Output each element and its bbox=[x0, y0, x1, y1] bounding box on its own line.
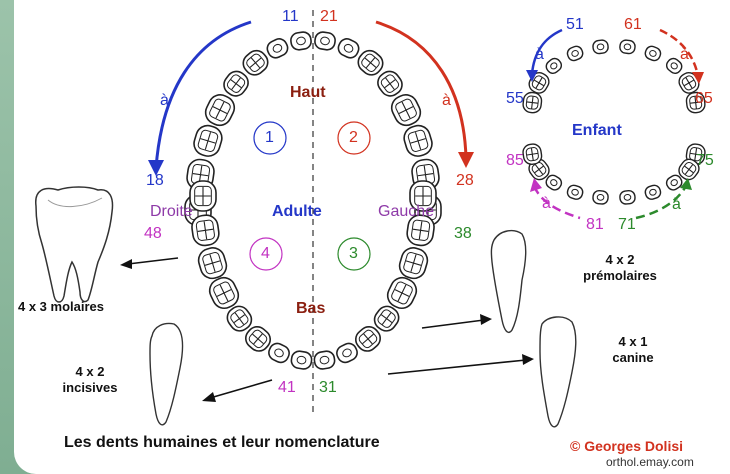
premolaires-label: prémolaires bbox=[574, 268, 666, 284]
tooth-38-label: 38 bbox=[454, 225, 472, 243]
droite-label: Droite bbox=[150, 203, 193, 221]
arrow-a-red: à bbox=[442, 92, 451, 110]
lower-tooth bbox=[290, 350, 312, 370]
child-upper-tooth bbox=[566, 45, 585, 63]
arrow-a-blue: à bbox=[160, 92, 169, 110]
canine-tooth-image bbox=[540, 317, 576, 427]
tooth-75-label: 75 bbox=[696, 152, 714, 170]
gauche-label: Gauche bbox=[378, 203, 434, 221]
child-upper-tooth bbox=[619, 39, 636, 54]
tooth-31-label: 31 bbox=[319, 379, 337, 397]
haut-label: Haut bbox=[290, 84, 326, 102]
child-upper-tooth bbox=[592, 39, 609, 54]
child-lower-tooth bbox=[619, 190, 635, 204]
molar-pointer-head bbox=[120, 259, 132, 269]
molar-tooth-image bbox=[36, 187, 113, 302]
child-lower-tooth bbox=[644, 184, 662, 201]
source-text: orthol.emay.com bbox=[606, 455, 694, 469]
upper-tooth bbox=[202, 91, 239, 129]
upper-tooth bbox=[314, 31, 336, 51]
diagram-panel: 11 21 18 28 48 38 41 31 à à 1 2 3 4 Haut… bbox=[14, 0, 730, 474]
diagram-caption: Les dents humaines et leur nomenclature bbox=[64, 434, 380, 452]
upper-tooth bbox=[265, 36, 290, 60]
tooth-55-label: 55 bbox=[506, 90, 524, 108]
upper-tooth bbox=[290, 31, 312, 51]
quadrant-3-number: 3 bbox=[349, 245, 358, 263]
child-upper-tooth bbox=[544, 56, 564, 76]
canine-count: 4 x 1 bbox=[598, 334, 668, 350]
diagram-drawing bbox=[14, 0, 730, 474]
molaires-label: 4 x 3 molaires bbox=[18, 299, 104, 315]
child-lower-tooth bbox=[566, 184, 584, 201]
upper-tooth bbox=[336, 36, 361, 60]
upper-tooth bbox=[191, 123, 225, 159]
lower-tooth bbox=[196, 245, 229, 281]
incisives-label: incisives bbox=[50, 380, 130, 396]
child-upper-tooth bbox=[522, 92, 542, 114]
premolar-pointer-head bbox=[480, 314, 492, 325]
lower-tooth bbox=[190, 214, 220, 247]
enfant-label: Enfant bbox=[572, 122, 622, 140]
red-arrowhead bbox=[458, 152, 474, 168]
child-upper-tooth bbox=[644, 45, 663, 63]
upper-tooth bbox=[401, 123, 435, 159]
copyright-text: © Georges Dolisi bbox=[570, 438, 683, 454]
lower-tooth bbox=[313, 350, 335, 370]
tooth-71-label: 71 bbox=[618, 216, 636, 234]
quadrant-1-number: 1 bbox=[265, 129, 274, 147]
upper-tooth bbox=[388, 91, 425, 129]
child-arrow-a-red: à bbox=[680, 46, 689, 64]
tooth-21-label: 21 bbox=[320, 8, 338, 26]
lower-tooth bbox=[266, 341, 291, 365]
quadrant-4-number: 4 bbox=[261, 245, 270, 263]
tooth-18-label: 18 bbox=[146, 172, 164, 190]
tooth-85-label: 85 bbox=[506, 152, 524, 170]
tooth-28-label: 28 bbox=[456, 172, 474, 190]
canine-pointer bbox=[388, 360, 526, 374]
premolaires-count: 4 x 2 bbox=[580, 252, 660, 268]
premolar-tooth-image bbox=[491, 231, 525, 333]
tooth-11-label: 11 bbox=[282, 8, 299, 26]
incisor-pointer-head bbox=[202, 392, 216, 402]
child-lower-tooth bbox=[522, 143, 543, 165]
bas-label: Bas bbox=[296, 300, 325, 318]
canine-label: canine bbox=[598, 350, 668, 366]
incisor-pointer bbox=[210, 380, 272, 398]
lower-tooth bbox=[190, 181, 216, 211]
adulte-label: Adulte bbox=[272, 203, 322, 221]
canine-pointer-head bbox=[522, 354, 534, 365]
quadrant-2-number: 2 bbox=[349, 129, 358, 147]
lower-tooth bbox=[397, 245, 430, 281]
child-arrow-a-magenta: à bbox=[542, 195, 551, 213]
child-arrow-a-green: à bbox=[672, 196, 681, 214]
incisives-count: 4 x 2 bbox=[50, 364, 130, 380]
molar-pointer bbox=[128, 258, 178, 264]
tooth-61-label: 61 bbox=[624, 16, 642, 34]
tooth-65-label: 65 bbox=[695, 90, 713, 108]
tooth-81-label: 81 bbox=[586, 216, 604, 234]
tooth-51-label: 51 bbox=[566, 16, 584, 34]
tooth-41-label: 41 bbox=[278, 379, 296, 397]
child-arrow-a-blue: à bbox=[535, 46, 544, 64]
child-upper-arch bbox=[522, 39, 706, 113]
premolar-pointer bbox=[422, 320, 484, 328]
lower-tooth bbox=[334, 341, 359, 365]
tooth-48-label: 48 bbox=[144, 225, 162, 243]
incisor-tooth-image bbox=[150, 324, 182, 425]
upper-arch bbox=[185, 31, 441, 225]
child-lower-tooth bbox=[592, 190, 608, 204]
